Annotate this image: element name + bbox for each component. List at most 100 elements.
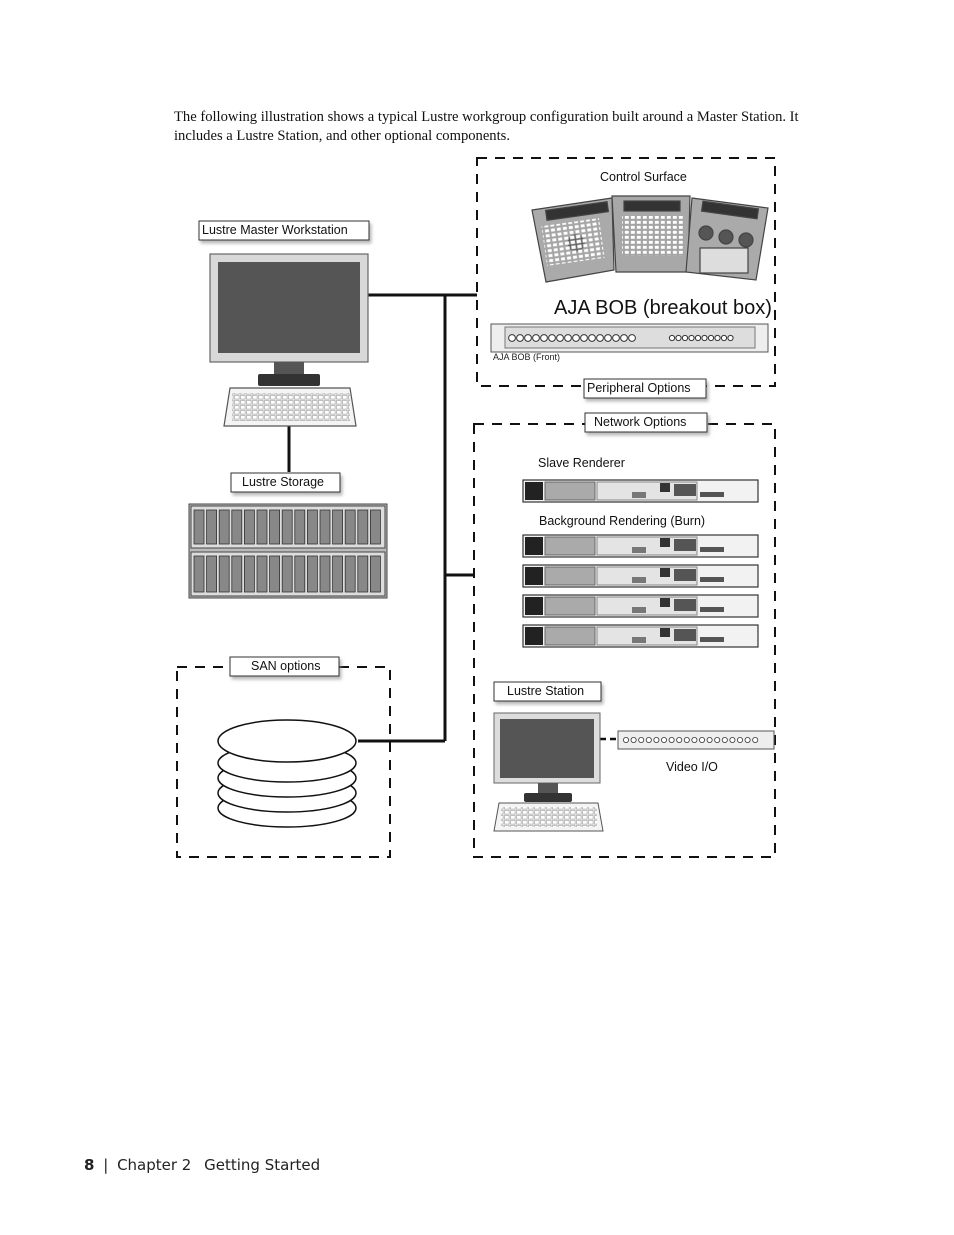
- aja-bob-front-icon: [490, 323, 769, 353]
- drive-bay: [319, 555, 331, 593]
- bob-port: [675, 334, 682, 342]
- drive-bay: [344, 555, 356, 593]
- drive-bay: [344, 509, 356, 545]
- render-node-icon: [522, 594, 759, 618]
- connection-lines: [287, 293, 477, 743]
- drive-bay: [193, 555, 205, 593]
- bob-port: [727, 334, 734, 342]
- video-io-port: [630, 737, 637, 744]
- bob-port: [556, 334, 564, 342]
- video-io-port: [661, 737, 668, 744]
- bob-port: [548, 334, 556, 342]
- drive-bay: [294, 555, 306, 593]
- video-io-port: [706, 737, 713, 744]
- drive-bay: [218, 555, 230, 593]
- label-slave-renderer: Slave Renderer: [538, 456, 625, 470]
- drive-bay: [369, 555, 381, 593]
- label-lustre-station: [493, 681, 602, 702]
- chapter-title: Getting Started: [204, 1156, 321, 1174]
- label-lustre-station-text: Lustre Station: [507, 684, 584, 698]
- video-io-port: [653, 737, 660, 744]
- label-master-workstation: [198, 220, 370, 241]
- label-network-options-text: Network Options: [594, 415, 686, 429]
- render-nodes: [522, 479, 759, 648]
- video-io-port: [668, 737, 675, 744]
- bob-port: [604, 334, 612, 342]
- bob-port: [580, 334, 588, 342]
- render-node-icon: [522, 564, 759, 588]
- drive-bay: [357, 509, 369, 545]
- drive-bay: [206, 555, 218, 593]
- chapter-label: Chapter 2: [117, 1156, 192, 1174]
- label-peripheral-options: [583, 378, 707, 399]
- label-lustre-storage: [230, 472, 341, 493]
- san-disk-stack-icon: [217, 719, 357, 828]
- video-io-port: [714, 737, 721, 744]
- video-io-port: [744, 737, 751, 744]
- bob-port: [572, 334, 580, 342]
- bob-port: [596, 334, 604, 342]
- label-background-rendering: Background Rendering (Burn): [539, 514, 705, 528]
- video-io-port: [683, 737, 690, 744]
- drive-bay: [357, 555, 369, 593]
- label-peripheral-options-text: Peripheral Options: [587, 381, 691, 395]
- video-io-port: [676, 737, 683, 744]
- bob-port: [588, 334, 596, 342]
- drive-bay: [231, 555, 243, 593]
- drive-bay: [281, 555, 293, 593]
- render-node-icon: [522, 479, 759, 503]
- video-io-port: [645, 737, 652, 744]
- drive-bay: [243, 555, 255, 593]
- label-lustre-storage-text: Lustre Storage: [242, 475, 324, 489]
- bob-port: [612, 334, 620, 342]
- label-network-options: [584, 412, 708, 433]
- page-number: 8: [84, 1156, 95, 1174]
- drive-bay: [256, 509, 268, 545]
- drive-bay: [281, 509, 293, 545]
- label-aja-bob: AJA BOB (breakout box): [554, 297, 772, 319]
- label-video-io: Video I/O: [666, 760, 718, 774]
- intro-paragraph: The following illustration shows a typic…: [174, 108, 874, 146]
- label-san-options-text: SAN options: [251, 659, 320, 673]
- bob-port: [714, 334, 721, 342]
- bob-port: [516, 334, 524, 342]
- bob-port: [668, 334, 676, 342]
- video-io-port: [729, 737, 736, 744]
- drive-bay: [269, 555, 281, 593]
- control-surface-icon: [531, 195, 769, 283]
- video-io-port: [737, 737, 744, 744]
- bob-port: [707, 334, 715, 342]
- bob-port: [694, 334, 702, 342]
- bob-port: [540, 334, 548, 342]
- drive-bay: [218, 509, 230, 545]
- video-io-device-icon: [617, 730, 775, 750]
- lustre-station-monitor-icon: [493, 712, 601, 802]
- lustre-storage-icon: [188, 503, 388, 599]
- drive-bay: [306, 509, 318, 545]
- drive-bay: [332, 555, 344, 593]
- page-footer: 8 | Chapter 2 Getting Started: [84, 1156, 320, 1174]
- bob-port: [701, 334, 708, 342]
- drive-bay: [206, 509, 218, 545]
- video-io-port: [638, 737, 645, 744]
- video-io-port: [623, 737, 630, 744]
- drive-bay: [231, 509, 243, 545]
- drive-bay: [193, 509, 205, 545]
- label-aja-bob-front: AJA BOB (Front): [493, 352, 560, 362]
- bob-port: [688, 334, 695, 342]
- bob-port: [532, 334, 540, 342]
- drive-bay: [319, 509, 331, 545]
- bob-port: [681, 334, 689, 342]
- bob-port: [508, 334, 516, 342]
- render-node-icon: [522, 624, 759, 648]
- label-master-workstation-text: Lustre Master Workstation: [202, 223, 348, 237]
- bob-port: [628, 334, 636, 342]
- video-io-port: [691, 737, 698, 744]
- drive-bay: [256, 555, 268, 593]
- drive-bay: [269, 509, 281, 545]
- bob-port: [720, 334, 728, 342]
- footer-separator: |: [103, 1156, 109, 1174]
- master-keyboard-icon: [223, 387, 357, 427]
- render-node-icon: [522, 534, 759, 558]
